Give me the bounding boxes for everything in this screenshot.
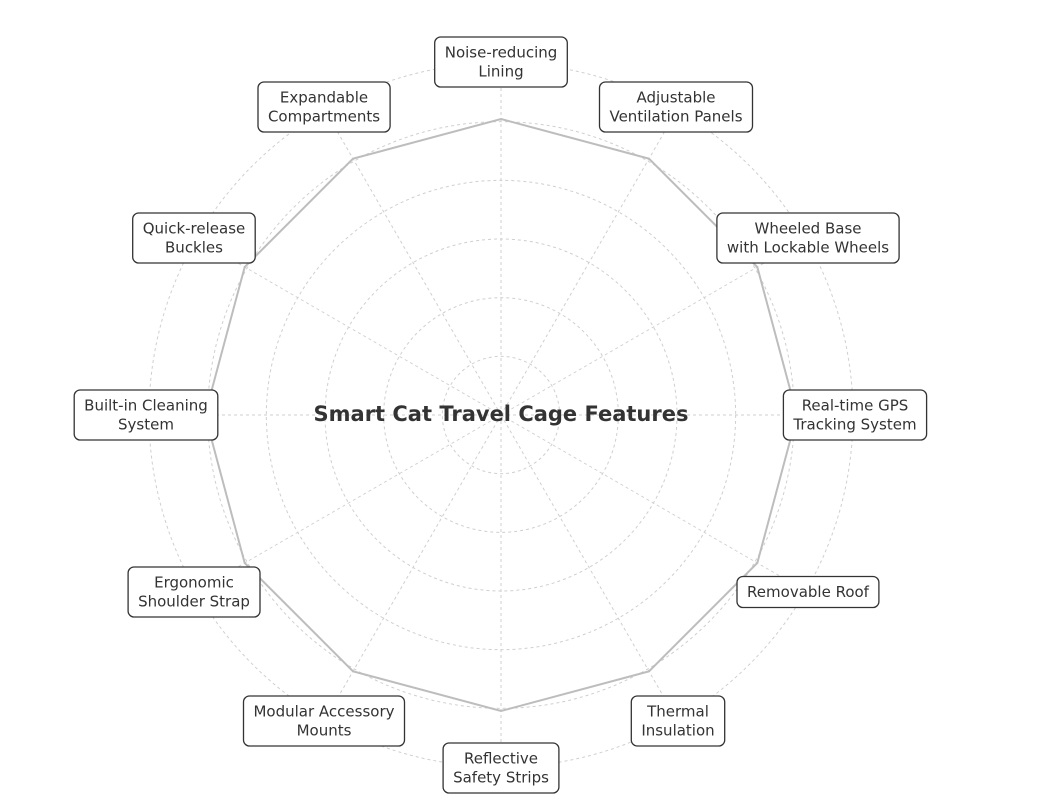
feature-label-line: Thermal (646, 703, 709, 721)
grid-spoke (500, 238, 807, 416)
feature-label-line: Tracking System (792, 416, 916, 434)
grid-spoke (195, 414, 502, 592)
feature-box-border (598, 81, 754, 133)
feature-box-border (736, 575, 880, 609)
feature-box-border (242, 695, 406, 747)
feature-box-border (127, 566, 261, 618)
feature-label-line: Safety Strips (453, 769, 549, 787)
grid-spoke (500, 109, 678, 416)
feature-box-border (132, 212, 256, 264)
feature-label-line: Ventilation Panels (609, 108, 742, 126)
feature-label-line: Real-time GPS (802, 397, 909, 415)
feature-label-line: Ergonomic (154, 574, 234, 592)
feature-label-line: Built-in Cleaning (84, 397, 208, 415)
feature-labels: Noise-reducingLiningAdjustableVentilatio… (73, 36, 928, 794)
feature-outline-polygon (203, 117, 799, 713)
feature-label-line: Modular Accessory (253, 703, 394, 721)
feature-label-line: Quick-release (143, 220, 246, 238)
feature-box-border (442, 742, 560, 794)
feature-label-box: Removable Roof (736, 575, 880, 609)
feature-label-line: with Lockable Wheels (727, 239, 889, 257)
feature-label-line: Reflective (464, 750, 538, 768)
feature-label-line: Buckles (165, 239, 223, 257)
feature-label-line: Compartments (268, 108, 380, 126)
grid-spoke (324, 414, 502, 721)
feature-box-border (257, 81, 391, 133)
grid-spoke (500, 414, 807, 592)
grid-spoke (195, 238, 502, 416)
feature-label-line: Adjustable (637, 89, 716, 107)
feature-box-border (630, 695, 726, 747)
feature-box-border (434, 36, 568, 88)
diagram-title: Smart Cat Travel Cage Features (314, 402, 689, 426)
feature-outline (203, 117, 799, 713)
feature-label-line: Insulation (641, 722, 714, 740)
grid-ring (441, 355, 561, 475)
feature-label-line: Wheeled Base (754, 220, 861, 238)
feature-label-line: Lining (478, 63, 523, 81)
feature-label-line: Removable Roof (747, 583, 870, 601)
feature-label-line: Mounts (297, 722, 352, 740)
feature-label-line: Noise-reducing (445, 44, 558, 62)
feature-box-border (716, 212, 900, 264)
feature-box-border (782, 389, 928, 441)
grid-spoke (500, 414, 678, 721)
grid-spoke (324, 109, 502, 416)
feature-label-line: System (118, 416, 174, 434)
feature-label-line: Shoulder Strap (138, 593, 250, 611)
feature-box-border (73, 389, 219, 441)
grid-ring (383, 297, 619, 533)
feature-label-line: Expandable (280, 89, 368, 107)
